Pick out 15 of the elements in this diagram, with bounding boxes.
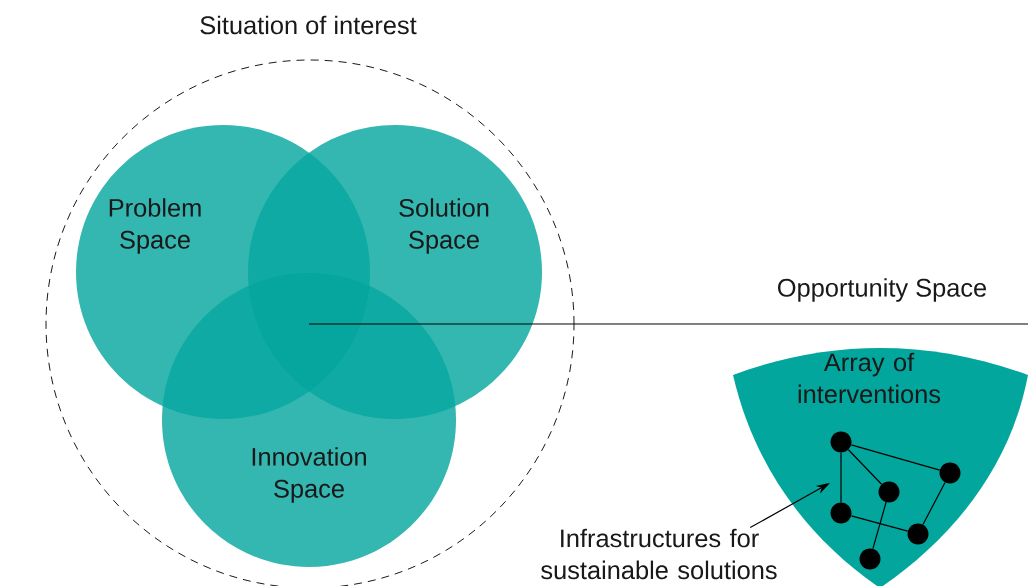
dot [830,431,852,453]
dot [878,481,900,503]
node-label: Situation of interest [200,15,417,35]
connector-line [847,449,883,485]
dot [939,462,961,484]
dot [830,502,852,524]
node-label: Innovation Space [252,447,366,503]
connector-line [850,444,941,471]
connector-line [872,501,887,550]
connector-line [840,452,842,503]
dot [859,548,881,570]
dot [907,523,929,545]
connector-line [850,515,909,532]
area-label: Opportunity Space [778,278,987,302]
connector-line [922,481,946,526]
